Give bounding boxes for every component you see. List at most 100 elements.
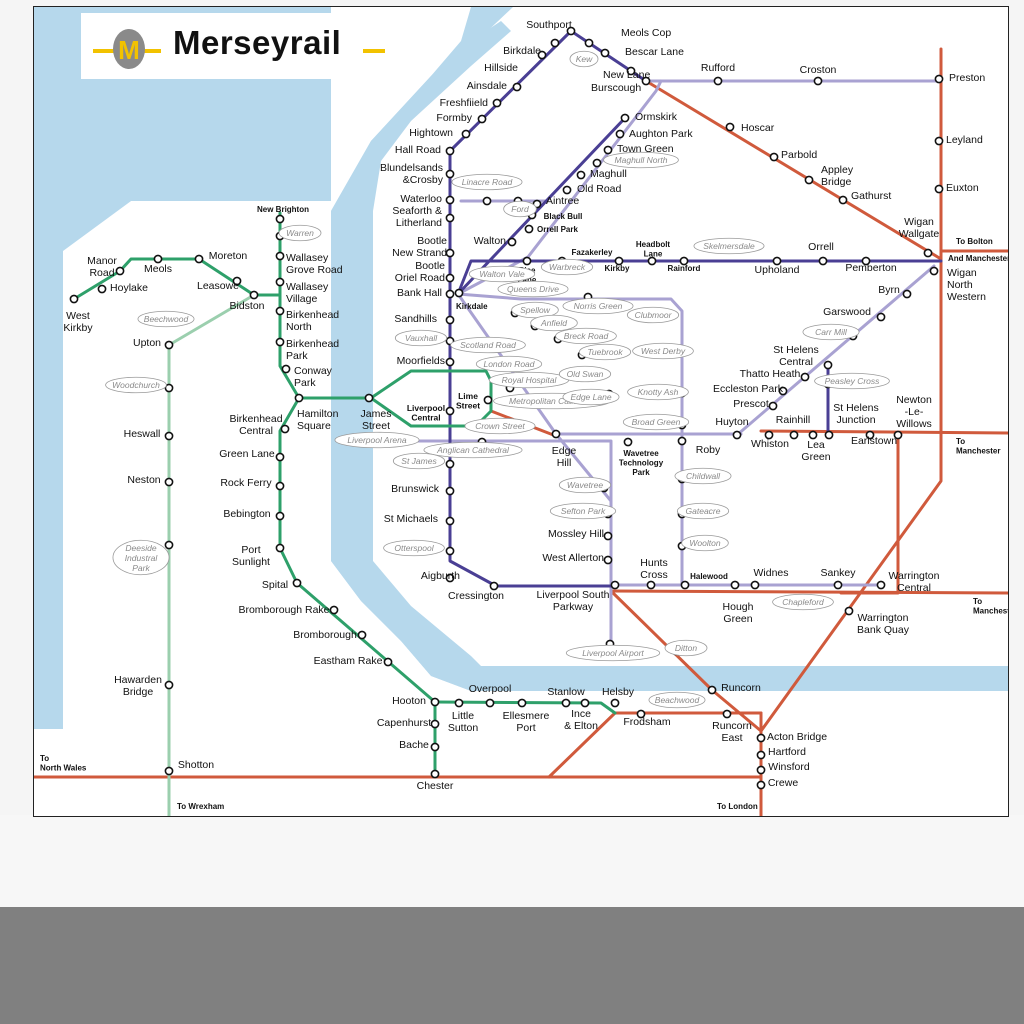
- station-marker-conway-park[interactable]: [281, 364, 291, 374]
- station-marker-blundellsands[interactable]: [445, 169, 455, 179]
- station-marker-newton-le-willows[interactable]: [893, 430, 903, 440]
- station-marker-hunts-cross[interactable]: [646, 580, 656, 590]
- station-marker-waterloo[interactable]: [445, 195, 455, 205]
- station-marker-rock-ferry[interactable]: [275, 481, 285, 491]
- station-marker-new-lane[interactable]: [626, 66, 636, 76]
- station-marker-bache[interactable]: [430, 742, 440, 752]
- station-marker-sandhills[interactable]: [445, 315, 455, 325]
- station-marker-shotton[interactable]: [164, 766, 174, 776]
- station-marker-birkdale[interactable]: [550, 38, 560, 48]
- station-marker-cressington[interactable]: [489, 581, 499, 591]
- station-marker-lea-green[interactable]: [808, 430, 818, 440]
- station-marker-orrell-park[interactable]: [524, 224, 534, 234]
- station-marker-acton-bridge[interactable]: [756, 733, 766, 743]
- station-marker-upholand[interactable]: [772, 256, 782, 266]
- station-marker-sankey[interactable]: [833, 580, 843, 590]
- station-marker-bromborough-rake[interactable]: [329, 605, 339, 615]
- station-marker-helsby[interactable]: [610, 698, 620, 708]
- station-marker-warrington-bank-quay[interactable]: [844, 606, 854, 616]
- station-marker-st-michaels[interactable]: [445, 516, 455, 526]
- station-marker-leasowe[interactable]: [232, 276, 242, 286]
- station-marker-frodsham[interactable]: [636, 709, 646, 719]
- station-marker-formby[interactable]: [477, 114, 487, 124]
- station-marker-hoylake[interactable]: [97, 284, 107, 294]
- station-marker-rainhill[interactable]: [789, 430, 799, 440]
- station-marker-bank-hall[interactable]: [445, 289, 455, 299]
- station-marker-bootle-oriel-road[interactable]: [445, 273, 455, 283]
- station-marker-ormskirk[interactable]: [620, 113, 630, 123]
- station-marker-linacre-road[interactable]: [482, 196, 492, 206]
- station-marker-huyton[interactable]: [732, 430, 742, 440]
- station-marker-liverpool-central[interactable]: [445, 406, 455, 416]
- station-marker-ince-elton[interactable]: [580, 698, 590, 708]
- station-marker-crewe[interactable]: [756, 780, 766, 790]
- station-marker-rufford[interactable]: [713, 76, 723, 86]
- station-marker-maghull[interactable]: [576, 170, 586, 180]
- station-marker-whiston[interactable]: [764, 430, 774, 440]
- station-marker-moreton[interactable]: [194, 254, 204, 264]
- station-marker-freshfield[interactable]: [492, 98, 502, 108]
- station-marker-walton[interactable]: [507, 237, 517, 247]
- station-marker-aigburth[interactable]: [445, 573, 455, 583]
- station-marker-bootle-new-strand[interactable]: [445, 248, 455, 258]
- station-marker-green-lane[interactable]: [275, 452, 285, 462]
- station-marker-manor-road[interactable]: [115, 266, 125, 276]
- station-marker-wigan-wallgate[interactable]: [923, 248, 933, 258]
- station-marker-wavetree-tech[interactable]: [623, 437, 633, 447]
- station-marker-hightown[interactable]: [461, 129, 471, 139]
- station-marker-ellesmere-port[interactable]: [517, 698, 527, 708]
- station-marker-hartford[interactable]: [756, 750, 766, 760]
- station-marker-winsford[interactable]: [756, 765, 766, 775]
- station-marker-overpool[interactable]: [485, 698, 495, 708]
- station-marker-burscough[interactable]: [641, 76, 651, 86]
- station-marker-birkenhead-park[interactable]: [275, 337, 285, 347]
- station-marker-brunswick[interactable]: [445, 486, 455, 496]
- station-marker-neston[interactable]: [164, 477, 174, 487]
- station-marker-orrell[interactable]: [818, 256, 828, 266]
- station-marker-otterspool[interactable]: [445, 546, 455, 556]
- station-marker-hooton[interactable]: [430, 697, 440, 707]
- station-marker-st-helens-central[interactable]: [823, 360, 833, 370]
- station-marker-bescar-lane[interactable]: [600, 48, 610, 58]
- station-marker-pemberton[interactable]: [861, 256, 871, 266]
- station-marker-eastham-rake[interactable]: [383, 657, 393, 667]
- station-marker-meols[interactable]: [153, 254, 163, 264]
- station-marker-port-sunlight[interactable]: [275, 543, 285, 553]
- station-marker-rainford[interactable]: [679, 256, 689, 266]
- station-marker-stanlow[interactable]: [561, 698, 571, 708]
- station-marker-bebington[interactable]: [275, 511, 285, 521]
- station-marker-west-allerton[interactable]: [603, 555, 613, 565]
- station-marker-byrn[interactable]: [902, 289, 912, 299]
- station-marker-lime-street[interactable]: [483, 395, 493, 405]
- station-marker-spital[interactable]: [292, 578, 302, 588]
- station-marker-hall-road[interactable]: [445, 146, 455, 156]
- station-marker-kirkby[interactable]: [614, 256, 624, 266]
- station-marker-little-sutton[interactable]: [454, 698, 464, 708]
- station-marker-ainsdale[interactable]: [512, 82, 522, 92]
- station-marker-warrington-central[interactable]: [876, 580, 886, 590]
- station-marker-mossley-hill[interactable]: [603, 531, 613, 541]
- station-marker-runcorn-east[interactable]: [722, 709, 732, 719]
- station-marker-euxton[interactable]: [934, 184, 944, 194]
- station-marker-hough-green[interactable]: [730, 580, 740, 590]
- station-marker-gathurst[interactable]: [838, 195, 848, 205]
- station-marker-bidston[interactable]: [249, 290, 259, 300]
- station-marker-james-street[interactable]: [364, 393, 374, 403]
- station-marker-kirkdale[interactable]: [454, 288, 464, 298]
- station-marker-appley-bridge[interactable]: [804, 175, 814, 185]
- station-marker-old-road[interactable]: [562, 185, 572, 195]
- station-marker-hoscar[interactable]: [725, 122, 735, 132]
- station-marker-halewood[interactable]: [680, 580, 690, 590]
- station-marker-croston[interactable]: [813, 76, 823, 86]
- station-marker-earlstown[interactable]: [865, 430, 875, 440]
- station-marker-hamilton-square[interactable]: [294, 393, 304, 403]
- station-marker-garswood[interactable]: [876, 312, 886, 322]
- station-marker-birkenhead-central[interactable]: [280, 424, 290, 434]
- station-marker-preston[interactable]: [934, 74, 944, 84]
- station-marker-southport[interactable]: [566, 26, 576, 36]
- station-marker-seaforth[interactable]: [445, 213, 455, 223]
- station-marker-maghull-north[interactable]: [592, 158, 602, 168]
- station-marker-heswall[interactable]: [164, 431, 174, 441]
- station-marker-upton[interactable]: [164, 340, 174, 350]
- station-marker-leyland[interactable]: [934, 136, 944, 146]
